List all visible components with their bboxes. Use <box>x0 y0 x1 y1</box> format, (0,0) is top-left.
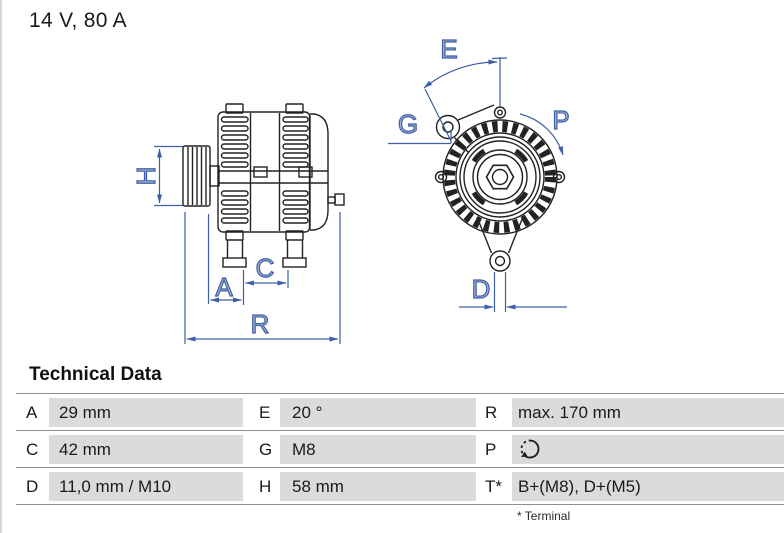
dim-label-p: P <box>552 105 569 135</box>
spec-value-t: B+(M8), D+(M5) <box>512 471 784 501</box>
section-title: Technical Data <box>29 364 162 385</box>
spec-value-e: 20 ° <box>280 397 476 427</box>
dim-label-c: C <box>256 253 275 283</box>
mounting-feet <box>222 240 307 268</box>
dimension-e <box>423 57 508 142</box>
rotation-direction-icon <box>520 439 540 459</box>
table-row: A 29 mm E 20 ° R max. 170 mm <box>16 393 784 430</box>
alternator-technical-drawing: H A C R <box>130 33 570 344</box>
spec-key-d: D <box>16 471 49 501</box>
product-rating-text: 14 V, 80 A <box>29 9 127 32</box>
side-view-drawing <box>182 103 345 268</box>
dimension-r <box>184 212 341 344</box>
spec-key-t: T* <box>476 471 512 501</box>
spec-table: A 29 mm E 20 ° R max. 170 mm C 42 mm G M… <box>16 393 784 505</box>
front-view-dimensions: E G P D <box>388 33 570 312</box>
front-view-drawing <box>434 104 566 272</box>
alternator-body <box>217 103 345 241</box>
dimension-d <box>459 272 567 312</box>
table-row: C 42 mm G M8 P <box>16 430 784 467</box>
spec-key-a: A <box>16 397 49 427</box>
dimension-g <box>388 130 452 145</box>
dim-label-a: A <box>215 272 233 302</box>
dimension-a <box>207 214 245 305</box>
spec-key-r: R <box>476 397 512 427</box>
spec-value-c: 42 mm <box>49 434 243 464</box>
dim-label-g: G <box>398 109 418 139</box>
table-row: D 11,0 mm / M10 H 58 mm T* B+(M8), D+(M5… <box>16 467 784 504</box>
rotation-direction-arrow <box>519 113 564 156</box>
dim-label-r: R <box>251 309 270 339</box>
top-mounting-lug <box>435 104 495 153</box>
spec-key-c: C <box>16 434 49 464</box>
pulley <box>182 145 220 207</box>
bottom-mounting-lug <box>476 216 524 272</box>
spec-key-p: P <box>476 434 512 464</box>
dimension-h <box>154 145 183 207</box>
spec-value-h: 58 mm <box>280 471 476 501</box>
spec-key-h: H <box>243 471 280 501</box>
dim-label-h: H <box>131 167 161 186</box>
terminal-footnote: * Terminal <box>517 509 571 523</box>
dim-label-e: E <box>440 34 457 64</box>
dim-label-d: D <box>472 274 491 304</box>
side-view-dimensions: H A C R <box>130 145 341 344</box>
spec-value-a: 29 mm <box>49 397 243 427</box>
shaft-nut <box>485 164 515 190</box>
spec-value-r: max. 170 mm <box>512 397 784 427</box>
spec-key-g: G <box>243 434 280 464</box>
spec-value-d: 11,0 mm / M10 <box>49 471 243 501</box>
dimension-c <box>245 270 289 288</box>
technical-data-section: Technical Data A 29 mm E 20 ° R max. 170… <box>16 364 784 523</box>
spec-value-p <box>512 434 784 464</box>
spec-value-g: M8 <box>280 434 476 464</box>
spec-key-e: E <box>243 397 280 427</box>
